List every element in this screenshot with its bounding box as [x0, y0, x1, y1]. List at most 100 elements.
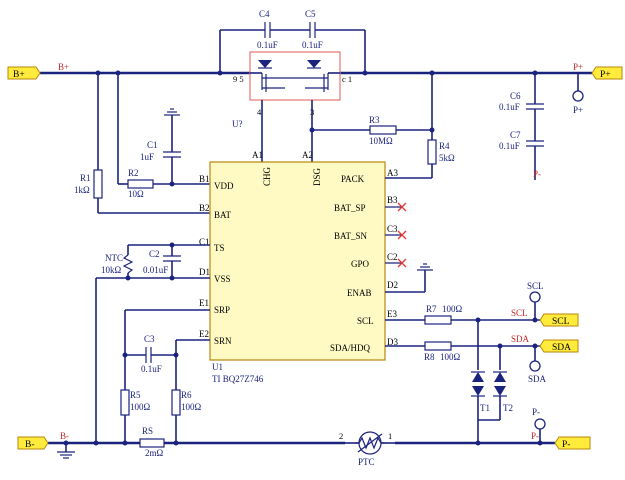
p-plus-testpoint[interactable] [572, 73, 584, 102]
ic-pin-num: C1 [199, 237, 210, 247]
p-minus-port[interactable]: P- [554, 436, 591, 450]
ic-pin-name: PACK [341, 174, 365, 184]
p-plus-port-label: P+ [600, 70, 611, 80]
p-minus-port-label: P- [562, 440, 570, 450]
r6-value: 100Ω [181, 402, 202, 412]
r3-resistor[interactable] [312, 125, 432, 135]
c6-c7-bypass[interactable] [526, 73, 544, 180]
junction-dot [173, 440, 179, 446]
ic-pin-name: VDD [214, 181, 234, 191]
ic-pin-a1-num: A1 [252, 150, 263, 160]
ic-pin-name: ENAB [347, 288, 372, 298]
b-minus-net-label: B- [60, 431, 69, 441]
r4-resistor[interactable] [385, 73, 437, 179]
ic-pin-name: SRP [214, 305, 230, 315]
tvs-t1[interactable] [471, 320, 485, 443]
c1-capacitor[interactable] [163, 108, 181, 184]
ic-pin-num: D1 [199, 267, 210, 277]
ic-pin-name: SCL [357, 316, 374, 326]
scl-port-label: SCL [552, 317, 570, 327]
r1-value: 1kΩ [74, 185, 90, 195]
c5-value: 0.1uF [302, 40, 323, 50]
rs-ref: RS [142, 426, 153, 436]
fet-pin-right: c 1 [342, 74, 352, 84]
b-plus-port-label: B+ [13, 70, 25, 80]
b-plus-net-label: B+ [58, 62, 69, 72]
c2-ref: C2 [149, 249, 160, 259]
ic-pin-num: C3 [387, 224, 398, 234]
p-minus-testpoint[interactable] [534, 418, 546, 443]
enab-ground [385, 263, 433, 293]
ic-pin-name: TS [214, 243, 225, 253]
ic-pin-num: A3 [387, 168, 398, 178]
r5-value: 100Ω [130, 402, 151, 412]
ic-left-pins: B1 VDD B2 BAT C1 TS D1 VSS E1 SRP E2 SRN [199, 174, 234, 346]
b-plus-port[interactable]: B+ [7, 66, 41, 80]
ic-pin-num: E1 [199, 298, 209, 308]
scl-testpoint[interactable] [529, 291, 541, 303]
no-connect-marks [385, 202, 407, 268]
scl-port[interactable]: SCL [539, 313, 579, 327]
sda-port-label: SDA [552, 343, 571, 353]
ts-network [95, 242, 210, 443]
c5-ref: C5 [305, 9, 316, 19]
r1-resistor[interactable] [93, 73, 210, 214]
t2-ref: T2 [503, 403, 513, 413]
b-minus-port[interactable]: B- [17, 436, 49, 450]
ptc-pin1: 1 [388, 431, 392, 441]
c6-ref: C6 [510, 91, 521, 101]
ic-pin-num: B1 [199, 174, 210, 184]
r1-ref: R1 [80, 173, 91, 183]
junction-dot [93, 440, 99, 446]
t1-ref: T1 [480, 403, 490, 413]
c4-ref: C4 [259, 9, 270, 19]
junction-dot [309, 127, 315, 133]
sda-port[interactable]: SDA [539, 339, 579, 353]
sda-testpoint[interactable] [529, 360, 541, 372]
ic-pin-num: E2 [199, 329, 209, 339]
ptc-ref: PTC [358, 457, 375, 467]
r2-ref: R2 [128, 168, 139, 178]
p-plus-net-label: P+ [573, 62, 583, 72]
fet-designator: U? [232, 119, 243, 129]
r2-resistor[interactable] [117, 73, 210, 189]
ic-pin-num: C2 [387, 252, 398, 262]
scl-line [385, 302, 540, 325]
c3-ref: C3 [144, 334, 155, 344]
r6-ref: R6 [181, 390, 192, 400]
dual-fet[interactable] [249, 51, 341, 162]
ic-right-pins: A3 PACK B3 BAT_SP C3 BAT_SN C2 GPO D2 EN… [330, 168, 398, 353]
ic-pin-num: D3 [387, 337, 398, 347]
ptc-pin2: 2 [339, 431, 343, 441]
r7-ref: R7 [426, 304, 437, 314]
p-minus-net-label: P- [531, 431, 539, 441]
c7-value: 0.1uF [499, 141, 520, 151]
ic-part-number: TI BQ27Z746 [212, 374, 264, 384]
r3-value: 10MΩ [369, 136, 393, 146]
ic-pin-name: GPO [351, 259, 370, 269]
ptc-thermistor[interactable] [345, 431, 395, 455]
ic-pin-name: SDA/HDQ [330, 343, 371, 353]
ic-pin-num: B3 [387, 195, 398, 205]
fet-pin-left: 9 5 [233, 74, 244, 84]
ic-u1[interactable] [209, 161, 386, 361]
b-minus-port-label: B- [25, 440, 35, 450]
p-plus-port[interactable]: P+ [591, 66, 623, 80]
c4-value: 0.1uF [257, 40, 278, 50]
tvs-t2[interactable] [478, 346, 507, 421]
ic-pin-a2-num: A2 [302, 150, 313, 160]
sense-network [120, 309, 210, 443]
ic-pin-num: B2 [199, 203, 210, 213]
r4-value: 5kΩ [439, 153, 455, 163]
sda-testpoint-label: SDA [528, 374, 547, 384]
fet-gate2-pin: 3 [310, 107, 314, 117]
ic-pin-dsg-name: DSG [312, 167, 322, 186]
ground-symbol [57, 443, 75, 459]
ic-pin-name: BAT_SN [334, 231, 368, 241]
p-minus-testpoint-label: P- [532, 407, 540, 417]
ic-pin-chg-name: CHG [262, 166, 272, 186]
scl-net-label: SCL [511, 308, 528, 318]
r8-ref: R8 [424, 352, 435, 362]
ic-pin-name: BAT [214, 210, 232, 220]
